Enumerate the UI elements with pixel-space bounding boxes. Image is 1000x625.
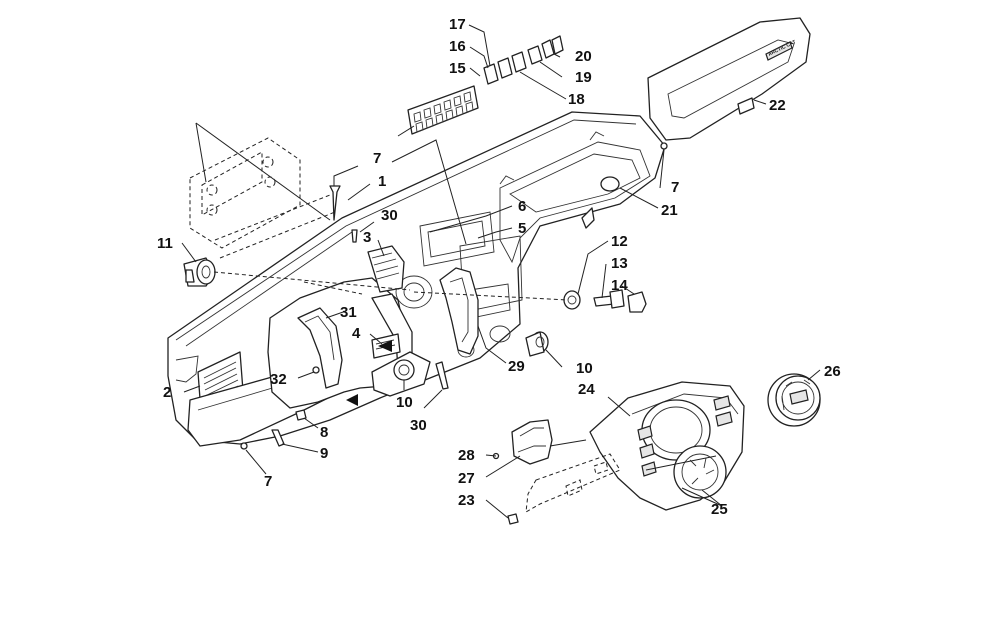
- callout-2: 2: [163, 384, 171, 401]
- callout-32: 32: [270, 371, 287, 388]
- fuses: [483, 35, 564, 85]
- callout-15: 15: [449, 60, 466, 77]
- power-socket-upper: [525, 331, 549, 357]
- center-bezel: [267, 245, 413, 409]
- top-cover-panel: ARCTIC CAT: [647, 17, 811, 141]
- callout-12: 12: [611, 233, 628, 250]
- callout-9: 9: [320, 445, 328, 462]
- callout-20: 20: [575, 48, 592, 65]
- speedometer: [767, 373, 821, 427]
- callout-24: 24: [578, 381, 595, 398]
- callout-31: 31: [340, 304, 357, 321]
- frame-bracket: [189, 122, 336, 259]
- callout-28: 28: [458, 447, 475, 464]
- ignition-assembly: [183, 257, 647, 313]
- switch-shroud: [439, 267, 479, 355]
- callout-5: 5: [518, 220, 526, 237]
- callout-13: 13: [611, 255, 628, 272]
- callout-30-bottom: 30: [410, 417, 427, 434]
- fuse-block: [407, 85, 479, 135]
- callout-27: 27: [458, 470, 475, 487]
- callout-7-right: 7: [671, 179, 679, 196]
- callout-19: 19: [575, 69, 592, 86]
- callout-7-top: 7: [373, 150, 381, 167]
- callout-14: 14: [611, 277, 628, 294]
- callout-22: 22: [769, 97, 786, 114]
- callout-25: 25: [711, 501, 728, 518]
- cup-holder-ring: [511, 419, 553, 465]
- callout-7-bottom: 7: [264, 473, 272, 490]
- callout-10-lower: 10: [396, 394, 413, 411]
- leader-lines: [181, 24, 821, 519]
- callout-21: 21: [661, 202, 678, 219]
- callouts: 1 2 3 4 5 6 7 7 7 8 9 10 10 11 12 13 14 …: [157, 16, 841, 518]
- callout-23: 23: [458, 492, 475, 509]
- callout-29: 29: [508, 358, 525, 375]
- callout-30-top: 30: [381, 207, 398, 224]
- callout-1: 1: [378, 173, 386, 190]
- callout-8: 8: [320, 424, 328, 441]
- callout-17: 17: [449, 16, 466, 33]
- arrows: [346, 340, 392, 406]
- fasteners: [240, 142, 668, 525]
- callout-6: 6: [518, 198, 526, 215]
- callout-10-right: 10: [576, 360, 593, 377]
- callout-18: 18: [568, 91, 585, 108]
- callout-3: 3: [363, 229, 371, 246]
- lower-bracket: [525, 453, 621, 513]
- callout-26: 26: [824, 363, 841, 380]
- callout-11: 11: [157, 235, 173, 252]
- callout-4: 4: [352, 325, 361, 342]
- callout-16: 16: [449, 38, 466, 55]
